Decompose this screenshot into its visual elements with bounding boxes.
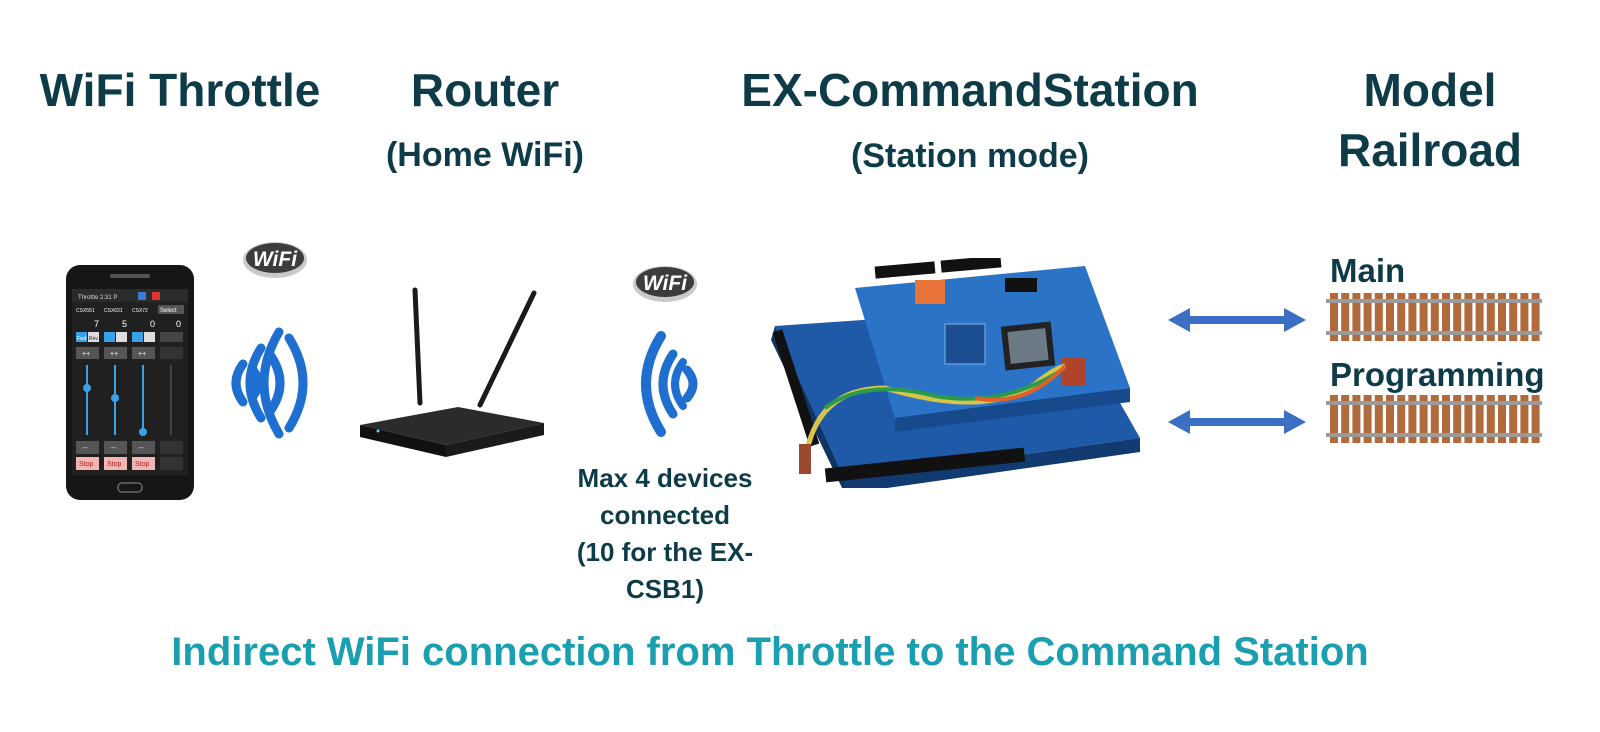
rail-tie [1509,293,1518,341]
programming-track-image [1326,393,1542,445]
rail-tie [1341,395,1350,443]
phone-select-text: Select [160,308,177,314]
router-subtitle: (Home WiFi) [385,136,584,174]
station-subtitle: (Station mode) [851,137,1089,175]
rail-tie [1509,395,1518,443]
rail-tie [1341,293,1350,341]
wifi-waves-icon [623,318,713,450]
minus-2: -- [111,445,116,452]
double-arrow-icon [1168,306,1306,334]
command-station-image [765,255,1145,494]
router-title: Router [410,64,560,116]
note-line-4: CSB1) [625,574,704,604]
speed-3: 0 [150,319,155,329]
rail-tie [1352,293,1361,341]
rail-tie [1408,293,1417,341]
rail-tie [1531,293,1540,341]
stop-1: Stop [79,461,94,468]
minus-3: -- [139,445,144,452]
throttle-title: WiFi Throttle [39,64,321,116]
rail-tie [1442,395,1450,443]
plus-3: ++ [138,351,146,358]
rail-tie [1397,395,1406,443]
wifi-badge-text: WiFi [643,272,688,295]
rail-tie [1374,293,1383,341]
diagram-caption: Indirect WiFi connection from Throttle t… [171,630,1369,674]
fwd-1: Fwd [77,336,87,342]
rail-tie [1330,395,1338,443]
rail-tie [1430,395,1439,443]
rail [1326,401,1542,405]
wifi-badge-icon: WiFi [630,258,700,306]
rail-tie [1486,293,1495,341]
plus-2: ++ [110,351,118,358]
rail-tie [1475,395,1484,443]
railroad-title-line1: Model [1363,64,1497,116]
loco-2: CSX631 [104,308,123,314]
minus-1: -- [83,445,88,452]
note-line-1: Max 4 devices [577,463,753,493]
rail-tie [1453,293,1462,341]
rail-tie [1386,395,1394,443]
rail-tie [1475,293,1484,341]
phone-status-text: Throttle 2:31 P [78,295,117,301]
wifi-waves-icon [225,318,315,448]
rail-tie [1453,395,1462,443]
wifi-badge-text: WiFi [253,248,298,271]
rail-tie [1464,293,1473,341]
rail-tie [1374,395,1383,443]
rail-tie [1386,293,1394,341]
router-image [358,285,548,460]
track-label-main: Main [1330,252,1406,289]
rail-tie [1330,293,1338,341]
rail-tie [1520,293,1529,341]
rail-tie [1408,395,1417,443]
phone-image: Throttle 2:31 P Select CSX551 CSX631 CSX… [66,265,194,500]
rail-tie [1363,395,1372,443]
rail-tie [1498,293,1506,341]
rail-tie [1430,293,1439,341]
stop-3: Stop [135,461,150,468]
rail-tie [1419,395,1428,443]
note-line-3: (10 for the EX- [576,537,754,567]
rail-tie [1520,395,1529,443]
railroad-title-line2: Railroad [1337,124,1523,176]
speed-2: 5 [122,319,127,329]
rail-tie [1531,395,1540,443]
stop-2: Stop [107,461,122,468]
rail [1326,433,1542,437]
plus-1: ++ [82,351,90,358]
speed-4: 0 [176,319,181,329]
rail-tie [1397,293,1406,341]
rail-tie [1363,293,1372,341]
rail-tie [1464,395,1473,443]
wifi-badge-icon: WiFi [240,234,310,282]
rail [1326,299,1542,303]
loco-3: CSX72 [132,308,148,314]
rail-tie [1419,293,1428,341]
track-label-programming: Programming [1330,356,1545,393]
speed-1: 7 [94,319,99,329]
rail-tie [1498,395,1506,443]
rail-tie [1352,395,1361,443]
double-arrow-icon [1168,408,1306,436]
loco-1: CSX551 [76,308,95,314]
rail-tie [1486,395,1495,443]
main-track-image [1326,291,1542,343]
note-line-2: connected [599,500,731,530]
rail [1326,331,1542,335]
rail-tie [1442,293,1450,341]
connection-note: Max 4 devices connected (10 for the EX- … [540,460,790,608]
rev-1: Rev [89,336,98,342]
station-title: EX-CommandStation [741,64,1199,116]
